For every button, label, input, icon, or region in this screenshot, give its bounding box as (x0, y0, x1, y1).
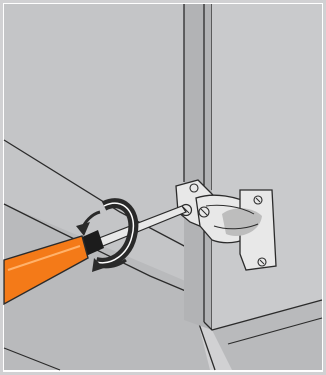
cabinet-frame-edge (184, 4, 212, 330)
cabinet-door (212, 4, 322, 330)
screw-mount-top (190, 184, 198, 192)
